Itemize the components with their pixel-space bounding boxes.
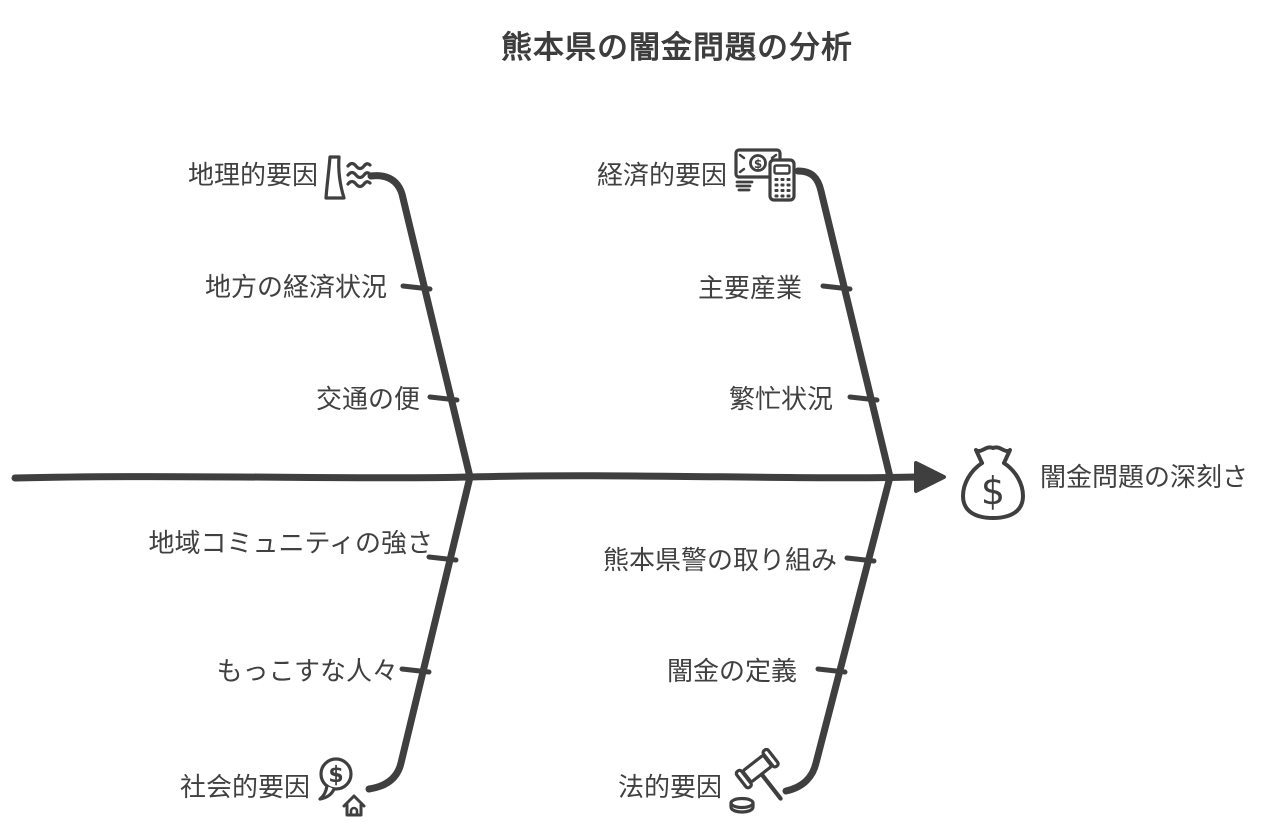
effect-label: 闇金問題の深刻さ [1040, 462, 1249, 492]
tick-geography-1 [400, 283, 433, 292]
money-bag-icon: $ [958, 438, 1028, 524]
arrow-head [914, 461, 946, 493]
branch-society-line [365, 473, 474, 793]
svg-text:$: $ [328, 763, 343, 788]
cause-label: 闇金の定義 [666, 656, 797, 686]
cause-label: 主要産業 [697, 273, 802, 303]
spine-line [11, 472, 920, 482]
page-title: 熊本県の闇金問題の分析 [501, 30, 853, 65]
branch-legal-line [782, 473, 894, 795]
cliff-water-icon [318, 153, 374, 205]
cause-label: もっこすな人々 [216, 656, 398, 686]
branch-geography-line [367, 172, 474, 481]
tick-society-1 [426, 554, 459, 563]
money-calculator-icon: $ [734, 148, 800, 204]
cause-label: 交通の便 [315, 384, 420, 414]
tick-economy-1 [820, 283, 853, 292]
tick-legal-1 [844, 555, 877, 564]
svg-text:$: $ [754, 157, 762, 171]
tick-society-2 [399, 666, 432, 675]
tick-geography-2 [427, 394, 460, 403]
tick-legal-2 [815, 666, 848, 675]
gavel-icon [726, 748, 796, 818]
cause-label: 繁忙状況 [728, 384, 833, 414]
money-speech-house-icon: $ [314, 754, 370, 820]
svg-text:$: $ [981, 469, 1005, 513]
branch-label-legal: 法的要因 [617, 772, 722, 802]
branch-label-society: 社会的要因 [179, 772, 310, 802]
cause-label: 地方の経済状況 [204, 272, 387, 302]
branch-economy-line [794, 167, 894, 481]
cause-label: 熊本県警の取り組み [602, 545, 837, 575]
branch-label-geography: 地理的要因 [187, 160, 318, 190]
tick-economy-2 [847, 394, 880, 403]
branch-label-economy: 経済的要因 [596, 160, 727, 190]
cause-label: 地域コミュニティの強さ [148, 528, 433, 558]
